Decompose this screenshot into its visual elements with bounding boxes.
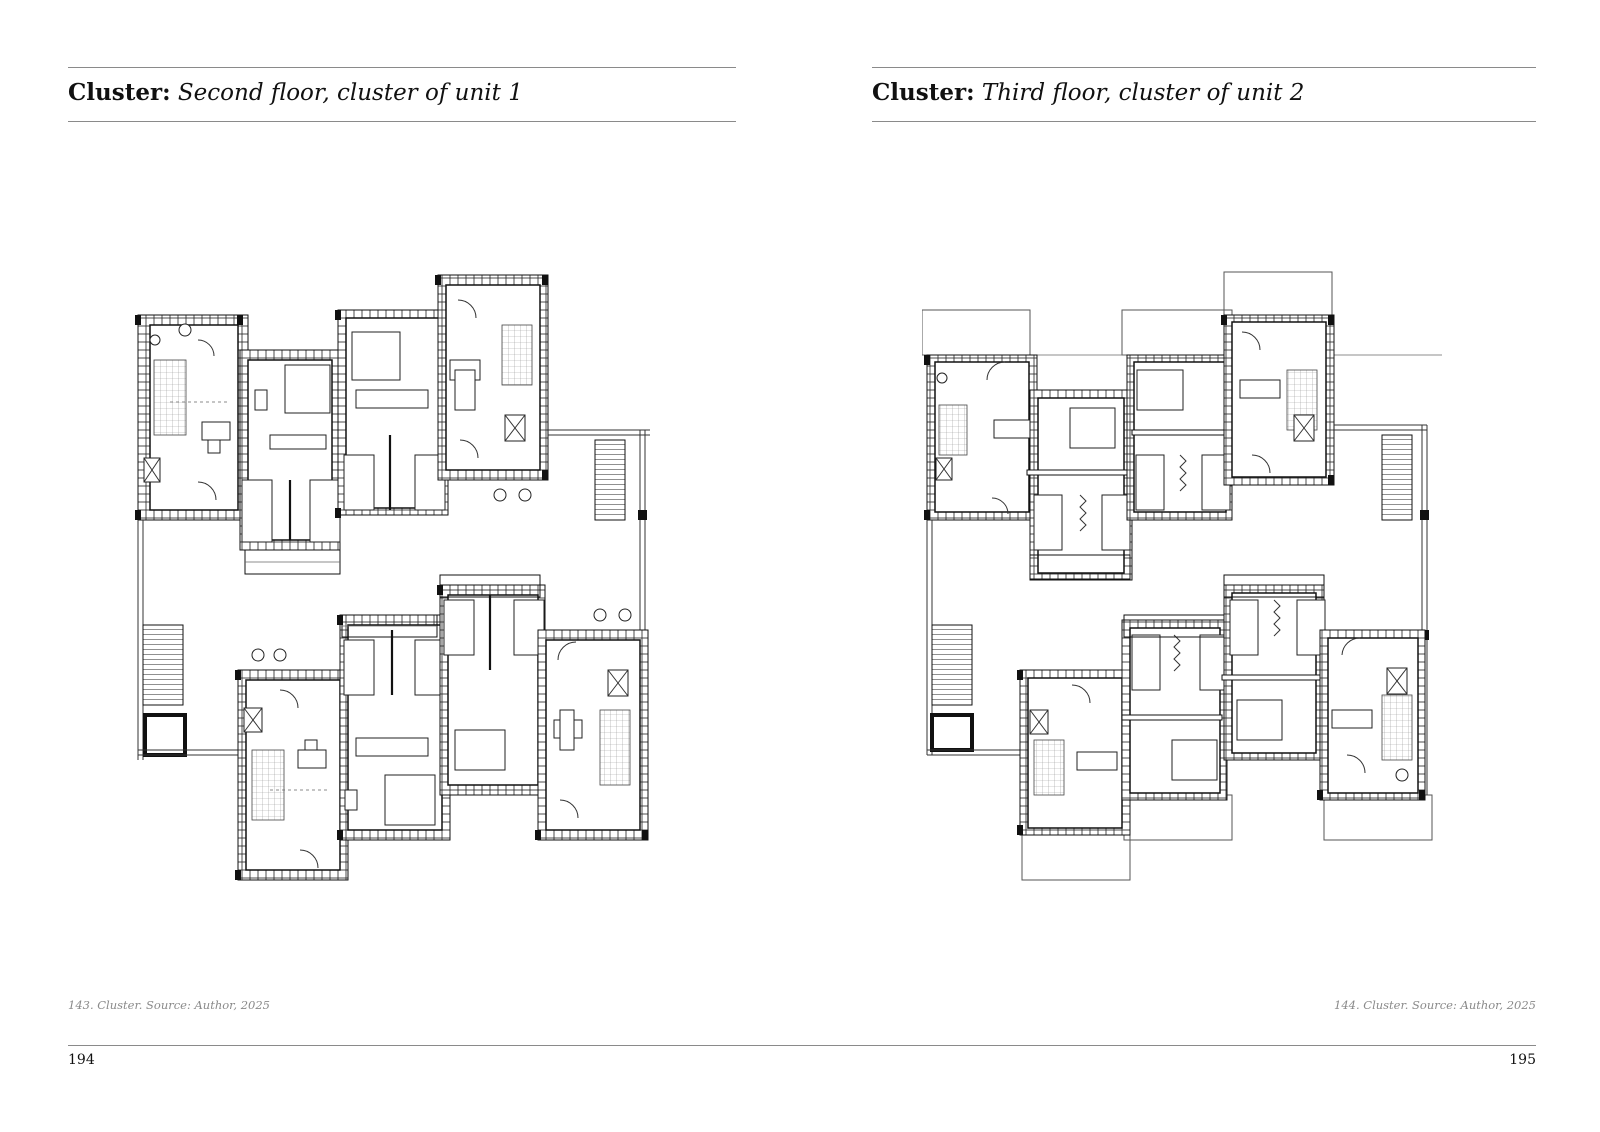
unit-upper-far-right <box>1221 314 1335 486</box>
floor-plan-drawing <box>135 274 650 881</box>
unit-lower-far-right <box>1317 629 1426 801</box>
unit-upper-left <box>135 314 249 521</box>
heading-rule <box>872 121 1536 122</box>
footer-rule <box>68 1045 1536 1046</box>
unit-upper-right <box>335 309 449 518</box>
unit-upper-middle <box>1026 389 1133 581</box>
page-number: 194 <box>68 1052 95 1068</box>
heading-rule <box>68 121 736 122</box>
heading-label: Cluster: <box>68 79 171 106</box>
heading-label: Cluster: <box>872 79 975 106</box>
left-page: Cluster: Second floor, cluster of unit 1 <box>68 67 1536 1068</box>
heading-subtitle: Second floor, cluster of unit 1 <box>177 80 523 106</box>
heading-subtitle: Third floor, cluster of unit 2 <box>981 80 1305 106</box>
unit-lower-left <box>235 648 349 881</box>
figure-caption: 143. Cluster. Source: Author, 2025 <box>68 998 270 1012</box>
unit-lower-right-bedrooms <box>1221 574 1326 761</box>
unit-lower-left <box>1017 669 1131 836</box>
unit-lower-middle <box>1121 614 1229 801</box>
stair-left <box>926 520 1022 756</box>
page-title: Cluster: Third floor, cluster of unit 2 <box>872 78 1304 108</box>
unit-upper-middle <box>239 349 341 575</box>
top-rule <box>68 67 736 68</box>
floor-plan-drawing <box>922 271 1442 881</box>
unit-upper-right <box>1126 354 1233 521</box>
top-rule <box>872 67 1536 68</box>
unit-lower-right-bedrooms <box>437 574 546 796</box>
stair-left <box>137 520 240 760</box>
page-title: Cluster: Second floor, cluster of unit 1 <box>68 78 523 108</box>
unit-upper-far-right <box>435 274 549 502</box>
unit-upper-left <box>924 354 1038 521</box>
figure-caption: 144. Cluster. Source: Author, 2025 <box>1334 998 1536 1012</box>
unit-lower-far-right <box>535 608 649 841</box>
right-page: Cluster: Third floor, cluster of unit 2 <box>800 0 1600 1132</box>
page-number: 195 <box>1509 1052 1536 1068</box>
unit-lower-middle <box>337 614 451 841</box>
